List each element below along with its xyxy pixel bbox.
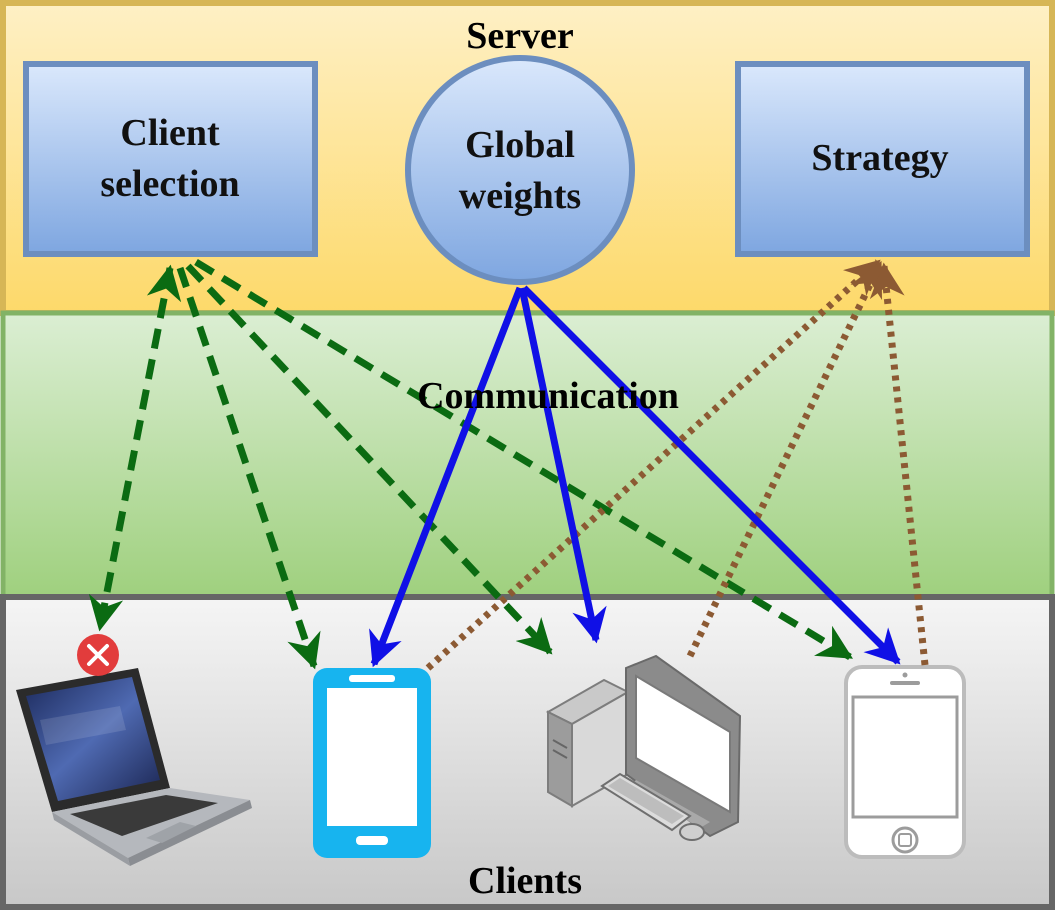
selection-arrow-desktop — [185, 263, 553, 655]
clients-zone-title: Clients — [468, 860, 582, 902]
client-selection-box: Client selection — [23, 61, 318, 257]
weights-arrow-smartphone — [369, 286, 524, 668]
client-selection-label-line2: selection — [100, 163, 239, 205]
strategy-box: Strategy — [735, 61, 1030, 257]
smartphone-icon — [313, 668, 431, 858]
laptop-icon — [16, 668, 252, 866]
dropped-client-badge — [77, 634, 119, 676]
server-zone-title: Server — [466, 15, 574, 57]
global-weights-label-line2: weights — [459, 175, 581, 217]
strategy-arrows — [425, 259, 929, 671]
weights-arrow-phone — [521, 285, 901, 665]
desktop-computer-icon — [545, 654, 742, 841]
strategy-label: Strategy — [811, 137, 948, 179]
strategy-arrow-phone — [869, 262, 929, 666]
mobile-phone-icon — [844, 665, 966, 859]
client-selection-arrows — [88, 259, 853, 670]
selection-arrow-phone — [194, 259, 853, 660]
global-weights-label-line1: Global — [465, 124, 575, 166]
selection-arrow-smartphone — [176, 266, 321, 670]
communication-zone-title: Communication — [417, 375, 679, 417]
weights-arrow-desktop — [518, 287, 607, 644]
global-weights-arrows — [369, 285, 901, 668]
strategy-arrow-desktop — [686, 260, 884, 658]
global-weights-node: Global weights — [405, 55, 635, 285]
strategy-arrow-smartphone — [425, 259, 881, 671]
client-selection-label-line1: Client — [120, 112, 220, 154]
